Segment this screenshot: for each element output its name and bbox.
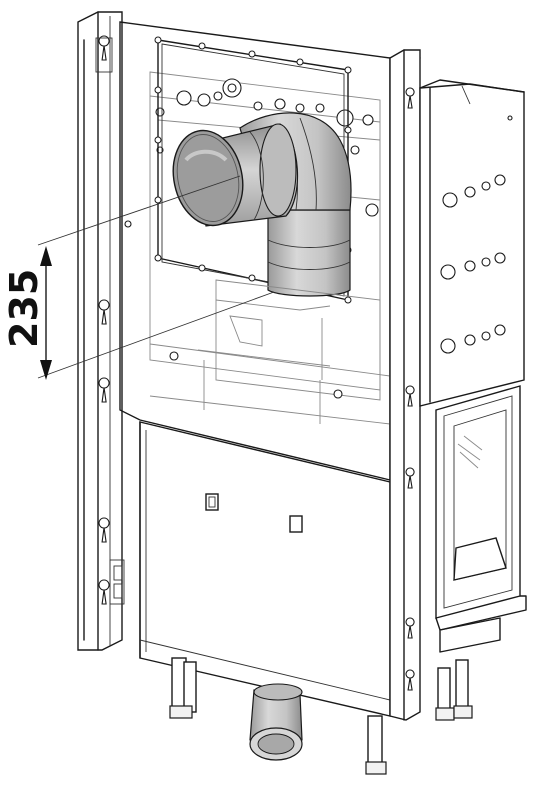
lower-housing — [139, 421, 391, 717]
dimension-extension-line-bottom — [37, 291, 275, 379]
air-inlet-pipe — [249, 683, 303, 761]
flue-outlet-pipe — [172, 123, 299, 227]
dimension-arrow-bottom — [40, 360, 52, 380]
dimension-label: 235 — [2, 269, 46, 348]
left-mounting-rail — [77, 11, 125, 651]
firebox-outline — [149, 279, 391, 425]
right-mounting-rail — [389, 49, 421, 721]
side-housing — [419, 79, 525, 407]
side-glass-door — [435, 385, 527, 653]
dimension-extension-line-top — [37, 175, 241, 246]
dimension-annotation: 235 — [2, 175, 275, 380]
dimension-arrow-top — [40, 246, 52, 266]
support-legs — [169, 657, 473, 775]
